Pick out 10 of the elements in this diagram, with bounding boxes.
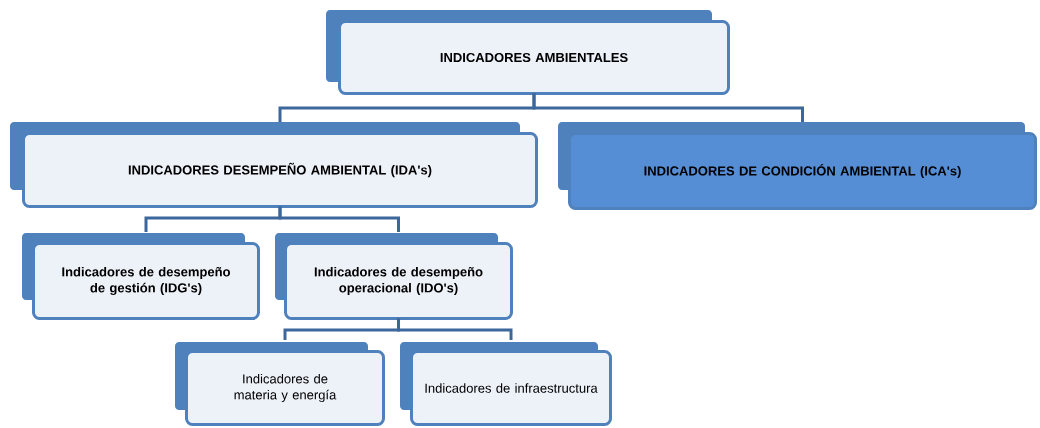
connector <box>278 206 400 232</box>
org-box: Indicadores de desempeño operacional (IDO's) <box>275 233 513 320</box>
org-box: Indicadores de materia y energía <box>175 342 385 426</box>
org-box: INDICADORES AMBIENTALES <box>326 10 730 95</box>
connector <box>532 93 804 122</box>
org-box: Indicadores de infraestructura <box>400 342 612 426</box>
org-box: INDICADORES DESEMPEÑO AMBIENTAL (IDA's) <box>10 122 538 208</box>
org-box: INDICADORES DE CONDICIÓN AMBIENTAL (ICA's) <box>558 122 1037 210</box>
org-box: Indicadores de desempeño de gestión (IDG's) <box>22 233 260 320</box>
connector <box>397 318 513 340</box>
